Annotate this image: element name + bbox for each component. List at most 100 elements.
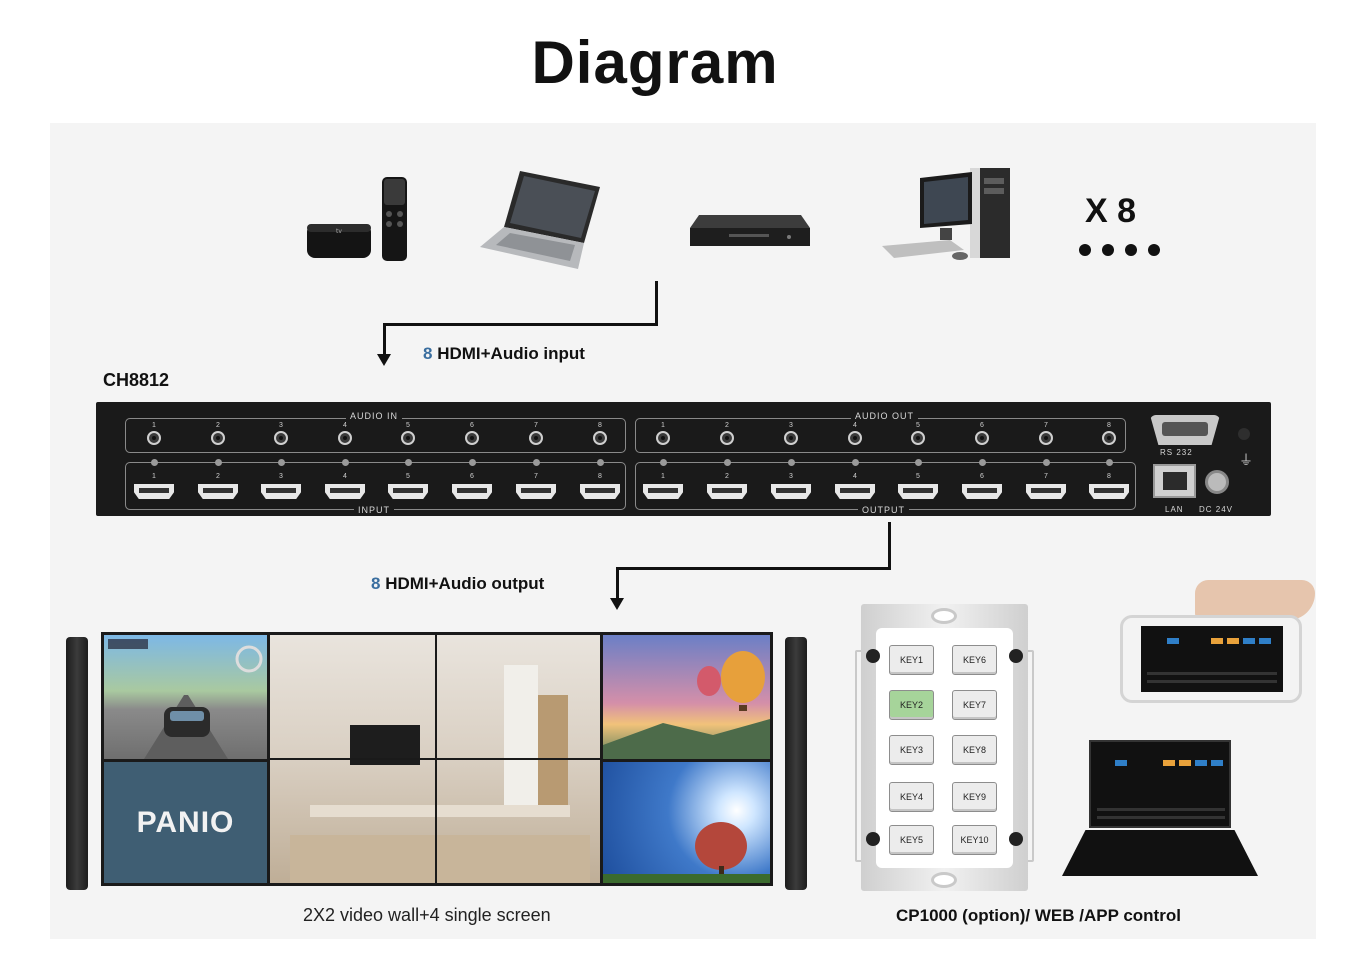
app-button[interactable]: [1227, 638, 1239, 644]
screw-icon: [866, 832, 880, 846]
input-audio-jack[interactable]: [338, 431, 352, 445]
output-audio-jack[interactable]: [1039, 431, 1053, 445]
input-text: HDMI+Audio input: [432, 344, 585, 363]
input-led-icon: [278, 459, 285, 466]
living-room-icon: [290, 665, 590, 883]
matrix-model: CH8812: [103, 370, 170, 390]
input-hdmi-port[interactable]: [325, 484, 365, 499]
audio-out-label: AUDIO OUT: [851, 411, 919, 421]
output-hdmi-port[interactable]: [1026, 484, 1066, 499]
input-hdmi-port[interactable]: [516, 484, 556, 499]
keypad-key6-button[interactable]: KEY6: [952, 645, 997, 675]
output-hdmi-port-number: 5: [916, 473, 920, 480]
output-led-icon: [915, 459, 922, 466]
input-audio-port-number: 5: [406, 422, 410, 429]
input-hdmi-port-number: 3: [279, 473, 283, 480]
keypad-key10-button[interactable]: KEY10: [952, 825, 997, 855]
input-led-icon: [597, 459, 604, 466]
app-button[interactable]: [1243, 638, 1255, 644]
screen-panio-logo: PANIO: [104, 762, 267, 883]
web-button[interactable]: [1195, 760, 1207, 766]
lan-port[interactable]: [1153, 464, 1196, 498]
input-led-icon: [469, 459, 476, 466]
output-audio-jack[interactable]: [848, 431, 862, 445]
web-button[interactable]: [1115, 760, 1127, 766]
keypad-key9-button[interactable]: KEY9: [952, 782, 997, 812]
keypad-key3-button[interactable]: KEY3: [889, 735, 934, 765]
keypad-key5-button[interactable]: KEY5: [889, 825, 934, 855]
input-led-icon: [405, 459, 412, 466]
input-audio-jack[interactable]: [465, 431, 479, 445]
panio-brand: PANIO: [136, 805, 235, 839]
output-hdmi-port[interactable]: [962, 484, 1002, 499]
input-hdmi-port[interactable]: [452, 484, 492, 499]
input-hdmi-port-number: 4: [343, 473, 347, 480]
keypad-key1-button[interactable]: KEY1: [889, 645, 934, 675]
output-audio-jack[interactable]: [1102, 431, 1116, 445]
apple-tv-device: tv: [306, 222, 372, 260]
app-button[interactable]: [1211, 638, 1223, 644]
rs232-port[interactable]: [1150, 415, 1220, 445]
output-hdmi-port[interactable]: [835, 484, 875, 499]
output-led-icon: [660, 459, 667, 466]
input-audio-port-number: 2: [216, 422, 220, 429]
input-audio-port-number: 1: [152, 422, 156, 429]
ground-icon: ⏚: [1239, 452, 1253, 468]
input-audio-port-number: 3: [279, 422, 283, 429]
output-hdmi-port[interactable]: [898, 484, 938, 499]
web-button[interactable]: [1163, 760, 1175, 766]
output-hdmi-port[interactable]: [707, 484, 747, 499]
output-hdmi-port[interactable]: [1089, 484, 1129, 499]
output-hdmi-port-number: 3: [789, 473, 793, 480]
output-count: 8: [371, 574, 381, 593]
output-line-vertical: [888, 522, 891, 569]
output-audio-jack[interactable]: [911, 431, 925, 445]
app-button[interactable]: [1259, 638, 1271, 644]
output-audio-jack[interactable]: [720, 431, 734, 445]
input-hdmi-port[interactable]: [134, 484, 174, 499]
remote-icon: [382, 177, 407, 261]
output-audio-jack[interactable]: [975, 431, 989, 445]
audio-in-frame: [125, 418, 626, 453]
input-audio-jack[interactable]: [529, 431, 543, 445]
app-row: [1147, 672, 1277, 675]
source-multiplier: X 8: [1085, 192, 1137, 230]
laptop-base: [1062, 830, 1258, 876]
input-hdmi-port-number: 5: [406, 473, 410, 480]
input-audio-jack[interactable]: [401, 431, 415, 445]
web-button[interactable]: [1179, 760, 1191, 766]
desktop-pc-icon: [882, 168, 1010, 260]
power-led-icon: [1238, 428, 1250, 440]
output-hdmi-port-number: 6: [980, 473, 984, 480]
input-audio-jack[interactable]: [147, 431, 161, 445]
output-audio-jack[interactable]: [784, 431, 798, 445]
input-audio-jack[interactable]: [274, 431, 288, 445]
app-button[interactable]: [1167, 638, 1179, 644]
keypad-key8-button[interactable]: KEY8: [952, 735, 997, 765]
input-hdmi-port[interactable]: [261, 484, 301, 499]
input-audio-jack[interactable]: [211, 431, 225, 445]
dc-power-port[interactable]: [1205, 470, 1229, 494]
output-audio-jack[interactable]: [656, 431, 670, 445]
input-hdmi-port[interactable]: [580, 484, 620, 499]
output-led-icon: [1106, 459, 1113, 466]
input-line-vertical: [655, 281, 658, 325]
racing-car-icon: [108, 639, 263, 759]
input-line-horizontal: [383, 323, 658, 326]
output-audio-port-number: 1: [661, 422, 665, 429]
input-audio-port-number: 7: [534, 422, 538, 429]
output-label: 8 HDMI+Audio output: [371, 574, 544, 594]
keypad-key2-button[interactable]: KEY2: [889, 690, 934, 720]
input-hdmi-port-number: 8: [598, 473, 602, 480]
keypad-key7-button[interactable]: KEY7: [952, 690, 997, 720]
keypad-key4-button[interactable]: KEY4: [889, 782, 934, 812]
output-hdmi-port[interactable]: [771, 484, 811, 499]
input-hdmi-port[interactable]: [198, 484, 238, 499]
web-button[interactable]: [1211, 760, 1223, 766]
screen-balloons: [603, 635, 770, 759]
output-arrow-icon: [610, 598, 624, 610]
input-audio-jack[interactable]: [593, 431, 607, 445]
input-hdmi-port[interactable]: [388, 484, 428, 499]
output-hdmi-port[interactable]: [643, 484, 683, 499]
output-led-icon: [724, 459, 731, 466]
